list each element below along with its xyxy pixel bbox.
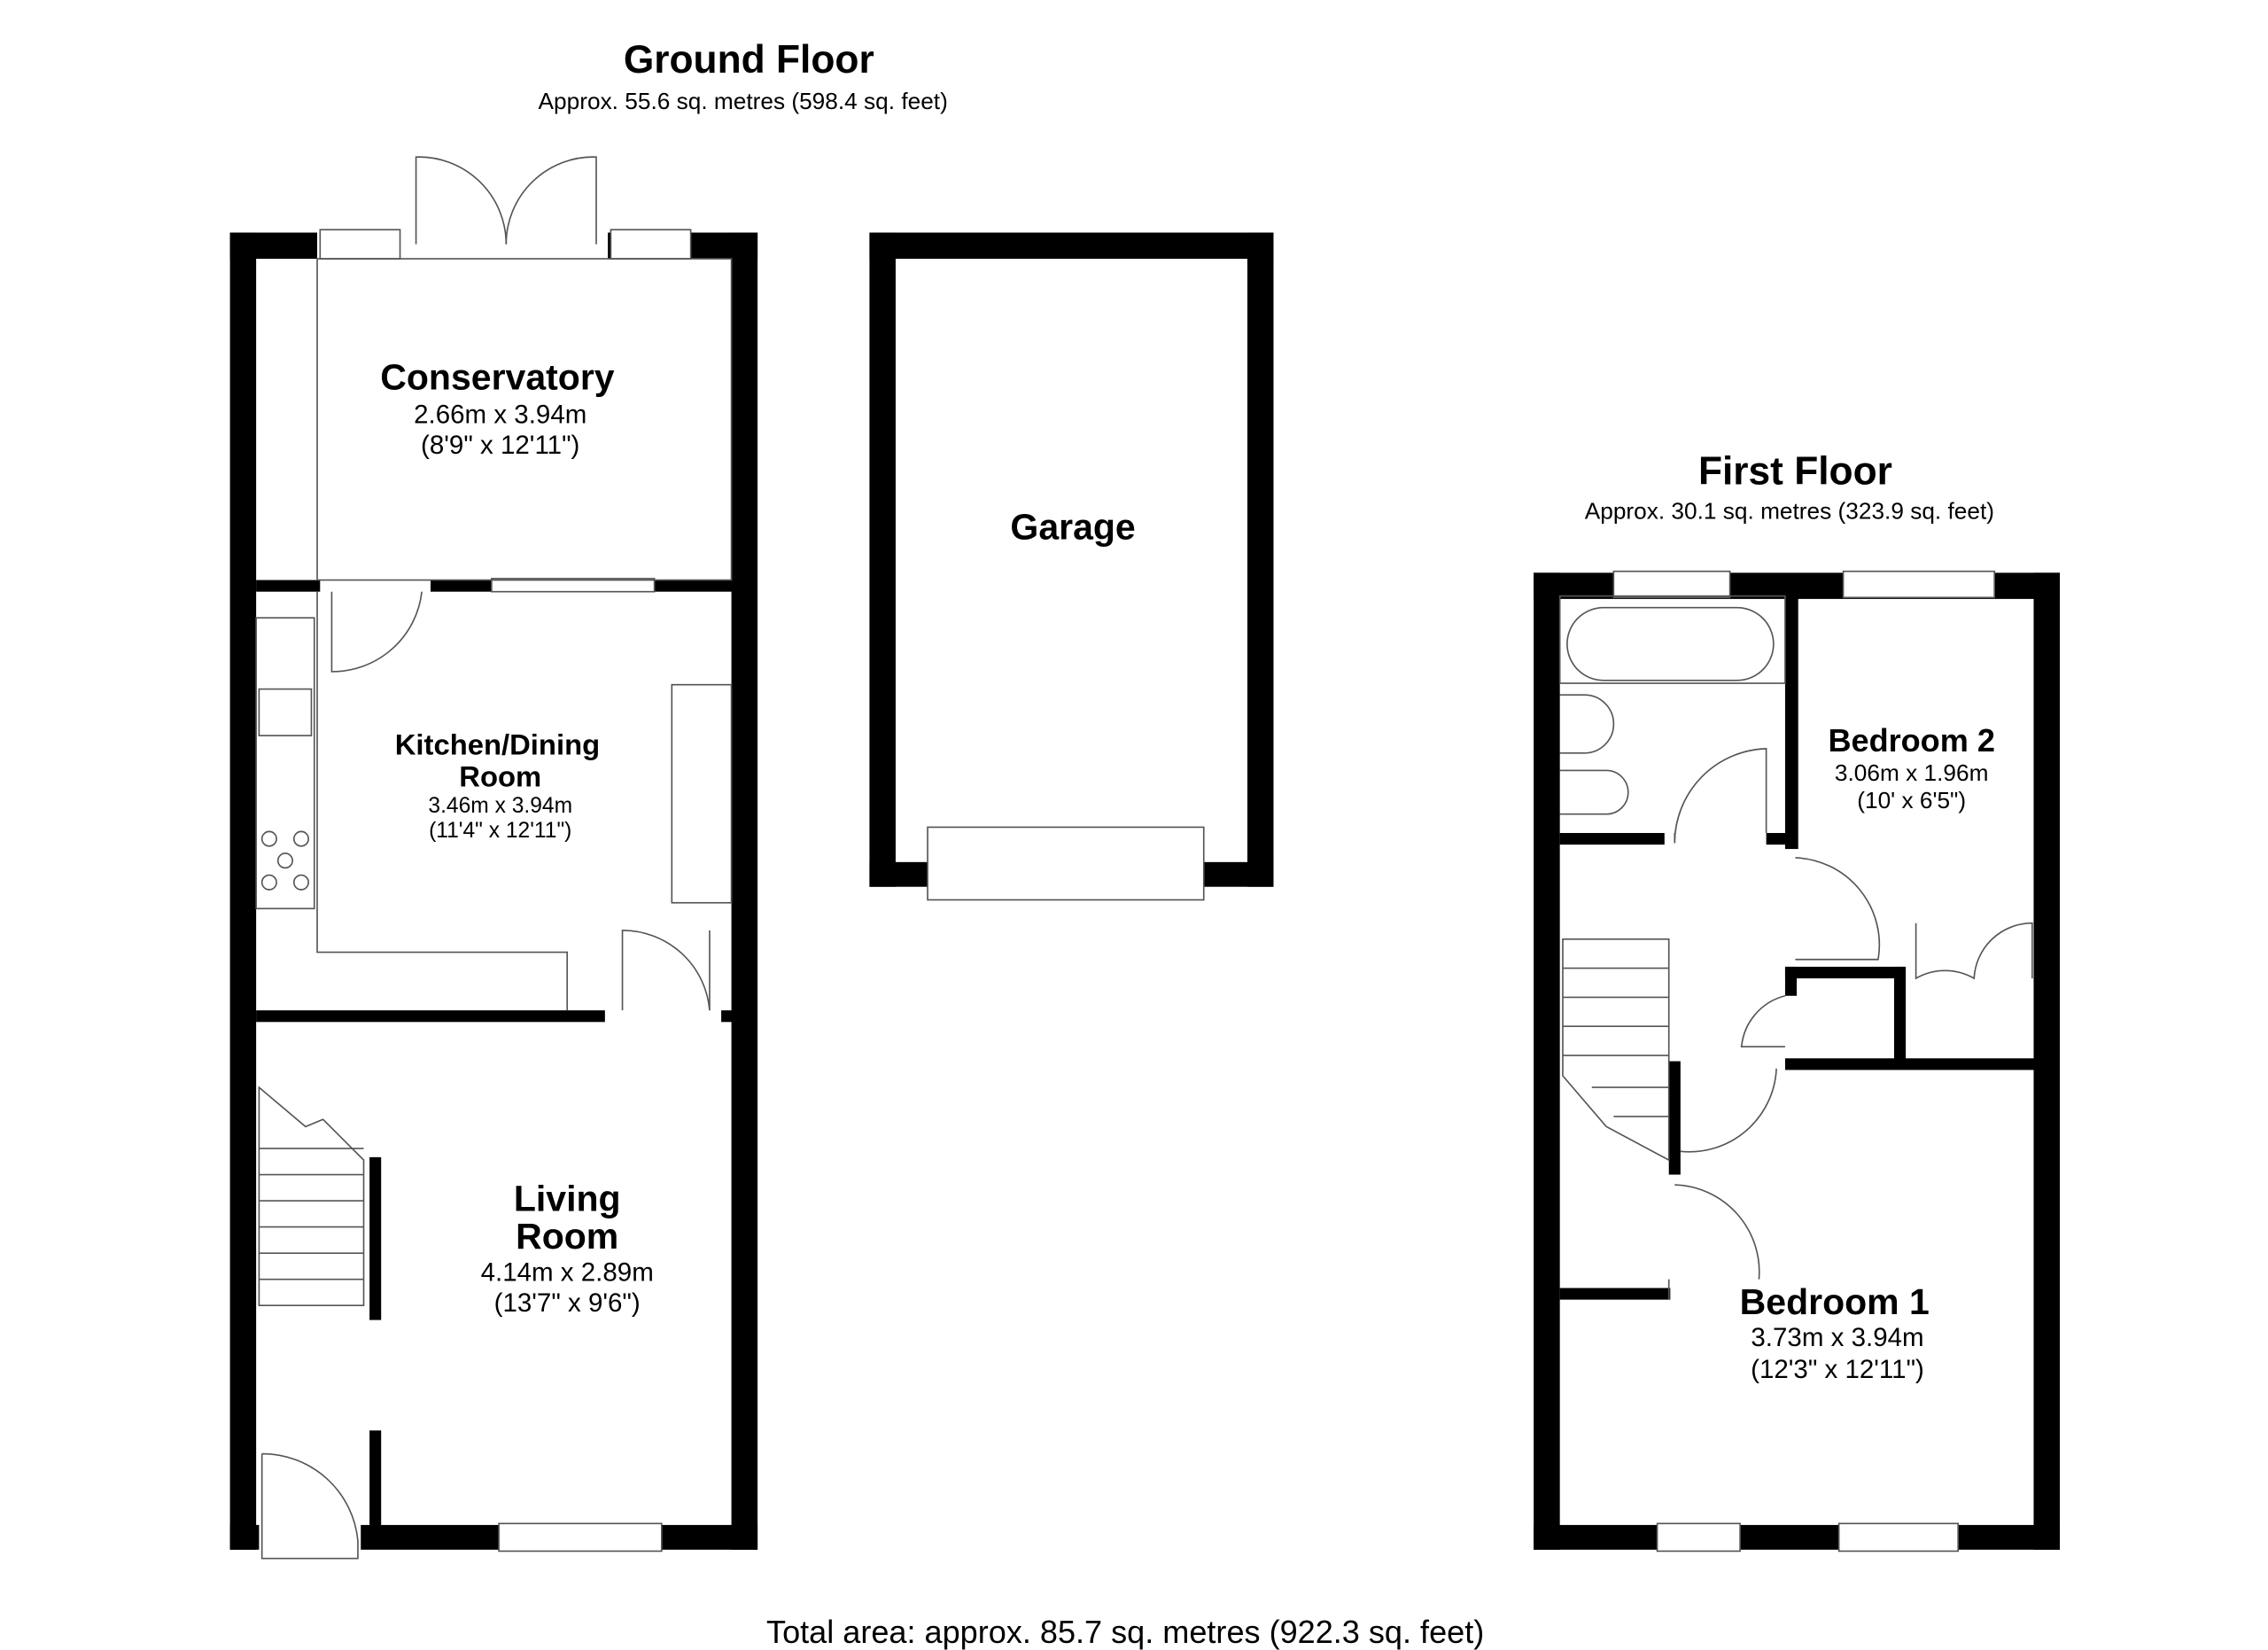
living-metric: 4.14m x 2.89m [481, 1257, 654, 1287]
living-imperial: (13'7" x 9'6") [494, 1288, 641, 1318]
living-name-1: Living [514, 1179, 621, 1219]
bedroom1-metric: 3.73m x 3.94m [1751, 1323, 1923, 1352]
garage-name: Garage [1010, 507, 1135, 548]
kitchen-name-2: Room [459, 760, 541, 793]
first-floor-windows [1612, 570, 1996, 1553]
bedroom2-name: Bedroom 2 [1828, 722, 1994, 759]
ground-floor-title: Ground Floor [624, 38, 874, 82]
bedroom2-imperial: (10' x 6'5") [1857, 787, 1966, 813]
first-floor-title: First Floor [1698, 449, 1892, 493]
bedroom1-imperial: (12'3" x 12'11") [1751, 1355, 1924, 1384]
bedroom1-name: Bedroom 1 [1740, 1281, 1930, 1322]
ground-floor-walls [229, 232, 758, 1550]
kitchen-imperial: (11'4" x 12'11") [429, 819, 571, 843]
conservatory-metric: 2.66m x 3.94m [414, 400, 586, 429]
kitchen-name-1: Kitchen/Dining [395, 728, 600, 760]
ground-floor-area: Approx. 55.6 sq. metres (598.4 sq. feet) [539, 88, 948, 114]
windows [319, 229, 692, 1553]
conservatory-imperial: (8'9" x 12'11") [421, 431, 579, 460]
total-area: Total area: approx. 85.7 sq. metres (922… [766, 1614, 1484, 1650]
conservatory-name: Conservatory [380, 357, 615, 398]
kitchen-metric: 3.46m x 3.94m [428, 794, 572, 818]
doors-fixtures [255, 156, 733, 1560]
bedroom2-metric: 3.06m x 1.96m [1835, 759, 1989, 786]
first-floor-fixtures [1558, 595, 2033, 1300]
living-name-2: Room [516, 1216, 618, 1257]
garage-walls [869, 232, 1274, 901]
first-floor-area: Approx. 30.1 sq. metres (323.9 sq. feet) [1585, 498, 1994, 525]
